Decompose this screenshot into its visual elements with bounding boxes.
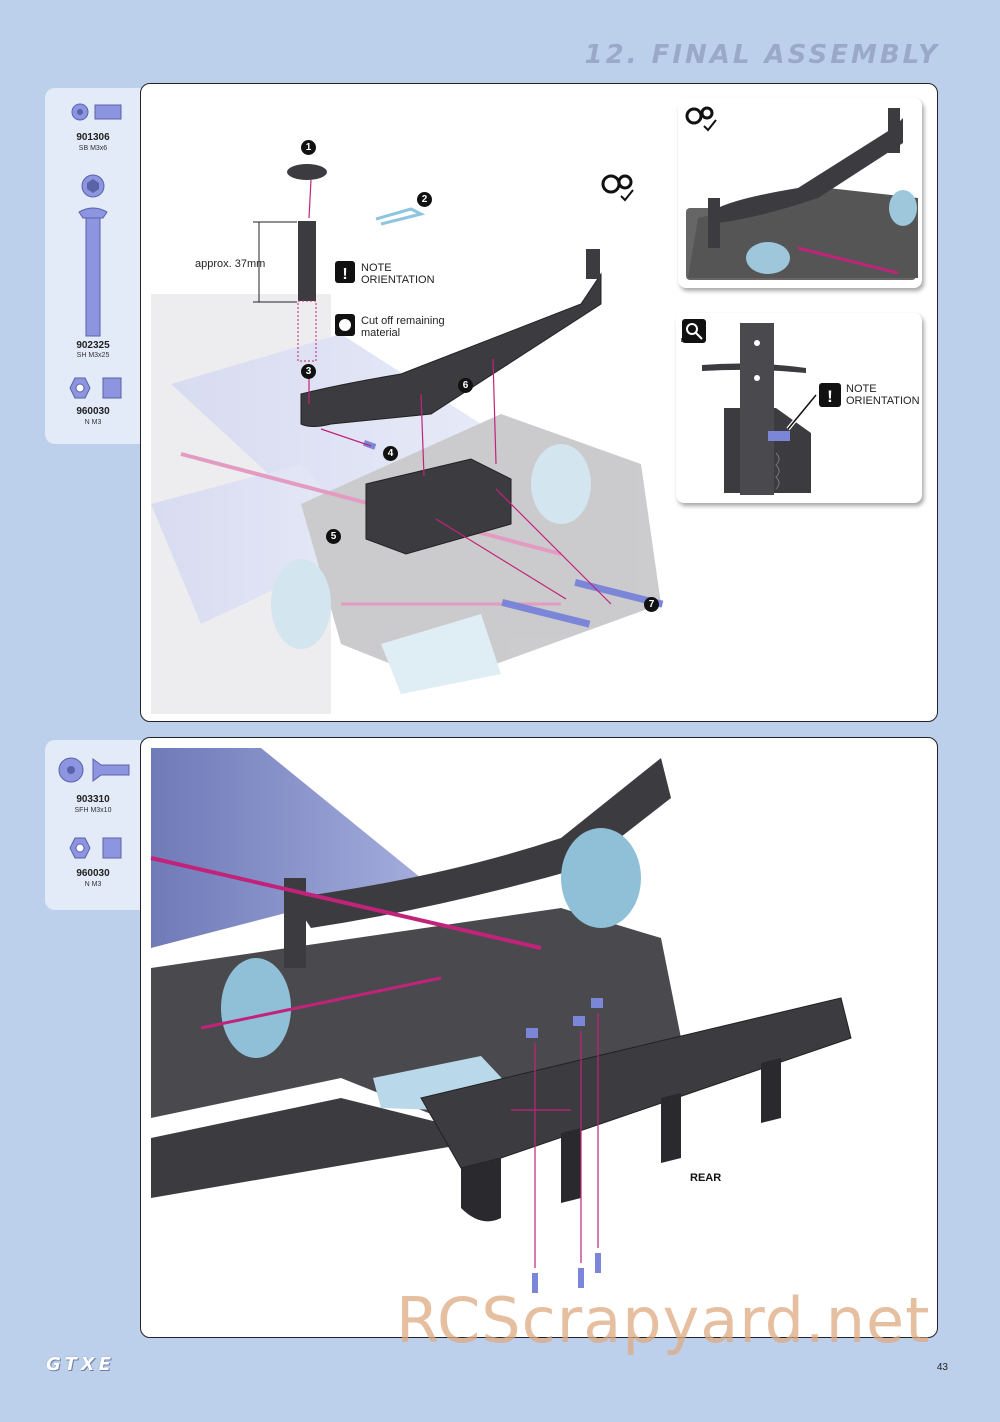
callout-7: 7 — [644, 597, 659, 612]
assembled-shock-tower-illustration — [686, 108, 918, 280]
part-code: 903310 — [76, 794, 110, 805]
callout-6: 6 — [458, 378, 473, 393]
watermark: RCScrapyard.net — [396, 1284, 931, 1357]
nut-m3-icon — [69, 377, 122, 399]
note-orientation-line1: NOTE — [361, 262, 392, 274]
assembled-view-inset — [678, 98, 922, 288]
part-desc: SH M3x25 — [76, 352, 110, 359]
callout-4: 4 — [383, 446, 398, 461]
gtxe-logo: GTXE — [46, 1354, 115, 1375]
step2-panel — [140, 737, 938, 1338]
screw-sh-m3x25-icon — [78, 174, 108, 337]
part-code: 960030 — [76, 868, 110, 879]
dimension-label: approx. 37mm — [195, 258, 266, 270]
gear-check-icon — [685, 106, 717, 132]
screw-sfh-m3x10-icon — [58, 757, 130, 783]
part-code: 901306 — [76, 132, 110, 143]
part-desc: N M3 — [84, 419, 102, 426]
part-code: 902325 — [76, 340, 110, 351]
callout-1: 1 — [301, 140, 316, 155]
cut-note-line2: material — [361, 327, 401, 339]
detail-magnify-icon — [682, 319, 706, 343]
part-code: 960030 — [76, 406, 110, 417]
cut-note-line1: Cut off remaining — [361, 315, 445, 327]
part-desc: N M3 — [84, 881, 102, 888]
part-desc: SB M3x6 — [78, 145, 108, 152]
rear-wing-assembly-illustration — [150, 748, 852, 1293]
page-number: 43 — [936, 1362, 948, 1373]
parts-list-step1: 901306 SB M3x6 902325 SH M3x25 960030 N … — [45, 88, 141, 444]
detail-note-line2: ORIENTATION — [846, 395, 920, 407]
detail-note-line1: NOTE — [846, 383, 877, 395]
section-title: 12. FINAL ASSEMBLY — [584, 40, 940, 70]
screw-sb-m3x6-icon — [71, 103, 122, 121]
parts-list-step2: 903310 SFH M3x10 960030 N M3 — [45, 740, 141, 910]
nut-m3-icon — [69, 837, 122, 859]
callout-2: 2 — [417, 192, 432, 207]
svg-text:!: ! — [827, 387, 833, 406]
callout-5: 5 — [326, 529, 341, 544]
rear-label: REAR — [690, 1172, 722, 1184]
detail-inset: ! DETAIL NOTE ORIENTATION — [676, 313, 922, 503]
post-detail-illustration: ! — [702, 323, 841, 495]
callout-3: 3 — [301, 364, 316, 379]
chassis-illustration: ! — [151, 164, 664, 714]
note-orientation-line2: ORIENTATION — [361, 274, 435, 286]
detail-badge-label: DETAIL — [681, 338, 699, 344]
part-desc: SFH M3x10 — [74, 807, 112, 814]
svg-text:!: ! — [342, 266, 347, 283]
